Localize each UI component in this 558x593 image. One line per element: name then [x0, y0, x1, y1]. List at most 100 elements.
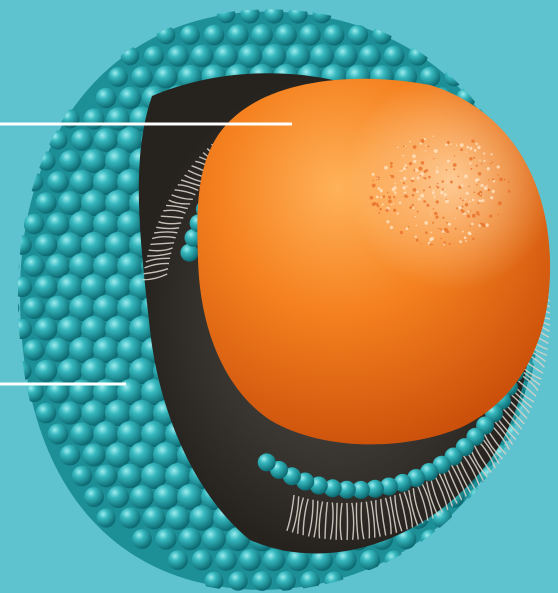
core-speckle [415, 169, 418, 172]
core-speckle [490, 153, 492, 155]
core-speckle [437, 183, 439, 185]
core-speckle [423, 190, 425, 192]
core-speckle [420, 142, 423, 145]
core-speckle [504, 179, 506, 181]
core-speckle [484, 186, 488, 190]
core-speckle [400, 231, 403, 234]
headgroup-bead [384, 550, 403, 569]
core-speckle [468, 186, 470, 188]
core-speckle [406, 186, 407, 187]
core-speckle [413, 145, 417, 149]
core-speckle [472, 199, 475, 202]
core-speckle [462, 200, 464, 202]
headgroup-bead [445, 68, 464, 87]
core-speckle [416, 239, 419, 242]
headgroup-bead [61, 110, 80, 129]
core-speckle [397, 212, 399, 214]
core-speckle [458, 206, 461, 209]
core-speckle [468, 232, 471, 235]
headgroup-bead [420, 529, 439, 548]
core-speckle [453, 168, 455, 170]
core-speckle [413, 160, 416, 163]
core-speckle [432, 190, 434, 192]
core-speckle [412, 207, 414, 209]
headgroup-bead [132, 529, 152, 549]
headgroup-bead [480, 466, 499, 485]
core-speckle [436, 200, 439, 203]
core-speckle [462, 231, 464, 233]
headgroup-bead [191, 45, 214, 68]
core-speckle [377, 205, 379, 207]
headgroup-bead [335, 45, 358, 68]
core-speckle [415, 236, 417, 238]
core-speckle [416, 225, 417, 226]
headgroup-bead [264, 4, 283, 23]
core-speckle [460, 148, 463, 151]
core-speckle [373, 202, 376, 205]
core-speckle [444, 189, 445, 190]
headgroup-bead [82, 443, 105, 466]
core-speckle [393, 196, 395, 198]
core-speckle [470, 168, 472, 170]
headgroup-bead [214, 44, 237, 67]
headgroup-bead [47, 171, 69, 193]
headgroup-bead [252, 571, 272, 591]
core-speckle [430, 214, 431, 215]
core-speckle [425, 150, 426, 151]
headgroup-bead [36, 151, 55, 170]
core-speckle [372, 173, 375, 176]
core-speckle [417, 176, 420, 179]
core-speckle [372, 184, 376, 188]
core-speckle [456, 207, 458, 209]
core-speckle [471, 223, 474, 226]
core-speckle [384, 166, 388, 170]
core-speckle [476, 184, 478, 186]
core-speckle [390, 165, 393, 168]
core-speckle [403, 167, 406, 170]
core-speckle [378, 212, 380, 214]
core-speckle [497, 214, 498, 215]
headgroup-bead [70, 170, 94, 194]
headgroup-bead [84, 487, 104, 507]
core-speckle [394, 210, 396, 212]
headgroup-bead [348, 25, 368, 45]
headgroup-bead [217, 5, 236, 24]
core-speckle [459, 240, 462, 243]
core-speckle [429, 238, 432, 241]
core-speckle [465, 203, 468, 206]
headgroup-bead [119, 507, 140, 528]
core-speckle [413, 188, 417, 192]
core-speckle [453, 163, 457, 167]
headgroup-bead [1, 257, 20, 276]
core-speckle [409, 206, 412, 209]
headgroup-bead [48, 424, 69, 445]
headgroup-bead [34, 275, 57, 298]
core-speckle [466, 151, 467, 152]
headgroup-bead [251, 24, 273, 46]
core-speckle [380, 189, 383, 192]
core-speckle [393, 186, 396, 189]
core-speckle [436, 170, 439, 173]
core-speckle [376, 177, 378, 179]
core-speckle [477, 146, 480, 149]
core-speckle [425, 231, 428, 234]
headgroup-bead [143, 507, 166, 530]
headgroup-bead [94, 128, 118, 152]
core-speckle [402, 155, 404, 157]
headgroup-bead [157, 26, 176, 45]
headgroup-bead [71, 129, 93, 151]
headgroup-bead [205, 572, 224, 591]
headgroup-bead [46, 338, 70, 362]
headgroup-bead [60, 445, 81, 466]
core-speckle [401, 170, 403, 172]
headgroup-bead [35, 360, 57, 382]
headgroup-bead [34, 317, 57, 340]
core-speckle [472, 238, 474, 240]
headgroup-bead [238, 44, 262, 68]
headgroup-bead [155, 528, 176, 549]
core-speckle [497, 165, 500, 168]
core-speckle [390, 226, 393, 229]
headgroup-bead [108, 67, 128, 87]
headgroup-bead [189, 505, 214, 530]
